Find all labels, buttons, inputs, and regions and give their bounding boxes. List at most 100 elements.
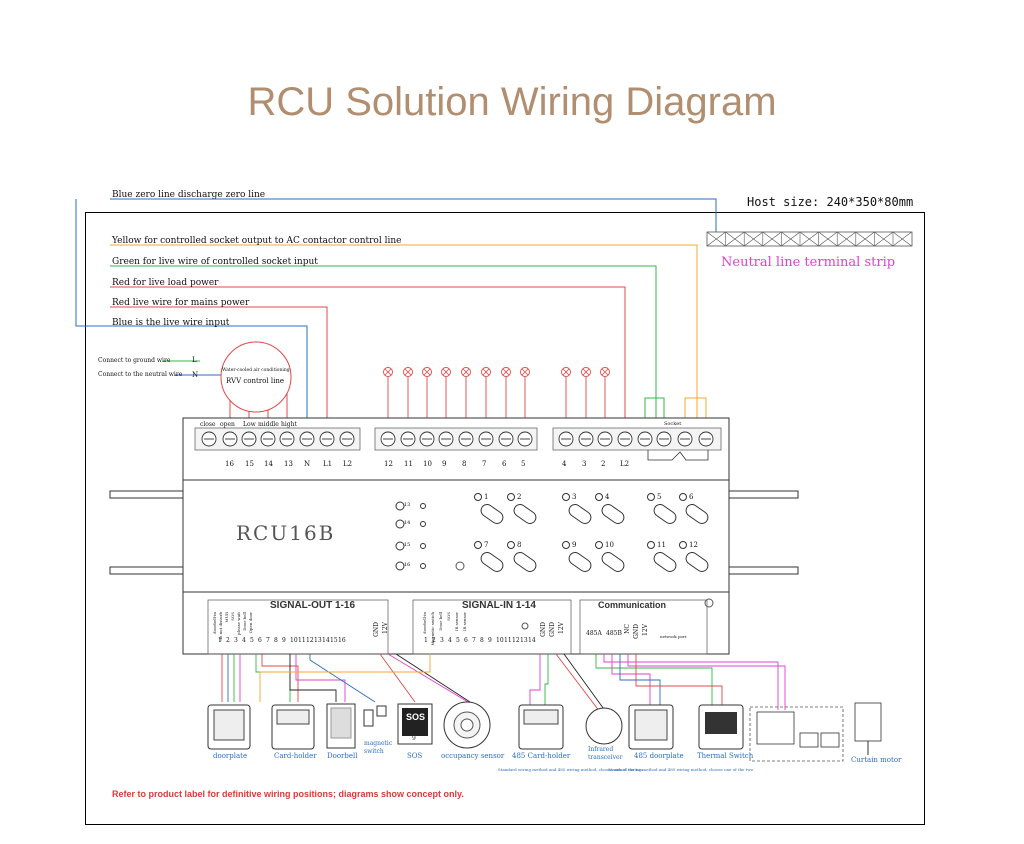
signal-out-header: SIGNAL-OUT 1-16 [270,600,356,611]
channel-button-icon [647,541,677,572]
terminal-number: 14 [264,460,273,468]
lamp-icon [600,367,610,432]
channel-label: 1 [484,493,489,501]
fan-label: close [200,421,216,428]
terminal-screw-icon [222,431,238,447]
signal-out-number: 16 [338,637,346,644]
channel-label: 7 [484,541,489,549]
curtain-controller-box [749,706,844,762]
doorplate-icon [207,704,251,750]
signal-in-number: 8 [480,637,484,644]
signal-in-number: 13 [520,637,528,644]
channel-label: 3 [572,493,577,501]
signal-in-number: 11 [504,637,512,644]
channel-buttons [474,493,709,572]
terminal-screw-icon [400,431,416,447]
terminal-number: 15 [245,460,254,468]
comm-port: GND [633,624,640,639]
device-label-magnetic-switch: magnetic switch [364,740,393,755]
channel-button-icon [595,541,625,572]
terminal-screw-icon [597,431,613,447]
dimmer-indicator-icon [395,541,426,551]
signal-in-function: SOS [446,612,451,621]
sos-icon [397,703,433,745]
signal-out-function: Open door [248,612,253,634]
terminal-number: N [304,460,311,468]
lamp-icon [461,367,471,432]
host-size: Host size: 240*350*80mm [747,195,914,209]
terminal-screw-icon [578,431,594,447]
channel-button-icon [647,493,677,524]
485-doorplate-icon [628,704,674,750]
terminal-number: 13 [284,460,293,468]
channel-button-icon [562,541,592,572]
signal-in-function: IR sensor [462,612,467,632]
dimmer-label: 14 [404,520,411,526]
doorplate-note: Standard wiring method and 485 wiring me… [608,767,754,772]
signal-in-power: GND [540,622,547,637]
device-label-occupancy-sensor: occupancy sensor [441,752,505,760]
dimmer-label: 13 [404,502,411,508]
channel-button-icon [474,493,504,524]
communication-header: Communication [598,600,667,610]
signal-in-number: 6 [464,637,468,644]
signal-out-number: 14 [322,637,330,644]
label-red-load: Red for live load power [112,278,219,288]
terminal-number: 11 [404,460,413,468]
channel-button-icon [562,493,592,524]
terminal-screw-icon [558,431,574,447]
dimmer-indicator-icon [395,501,426,511]
terminal-number: 3 [582,460,587,468]
signal-out-power: 12V [382,622,389,634]
terminal-screw-icon [458,431,474,447]
dimmer-indicator-icon [395,519,426,529]
channel-label: 5 [657,493,662,501]
signal-in-function: IR sensor [454,612,459,632]
signal-in-number: 3 [440,637,444,644]
footnote: Refer to product label for definitive wi… [112,789,464,799]
fan-label: open [220,421,235,428]
label-green: Green for live wire of controlled socket… [112,257,318,267]
terminal-screw-icon [339,431,355,447]
device-label-infrared-transceiver: Infrared transceiver [588,746,623,761]
label-red-mains: Red live wire for mains power [112,298,250,308]
device-label-485-card-holder: 485 Card-holder [512,752,571,760]
diagram-frame [85,212,925,825]
channel-label: 4 [605,493,610,501]
channel-button-icon [679,493,709,524]
terminal-screw-icon [656,431,672,447]
signal-in-number: 10 [496,637,504,644]
signal-out-number: 2 [226,637,230,644]
channel-button-icon [507,493,537,524]
page-title: RCU Solution Wiring Diagram [247,80,777,124]
terminal-screw-icon [677,431,693,447]
dimmer-indicators [395,501,426,571]
comm-port: 485B [606,630,622,637]
terminal-number: 10 [423,460,432,468]
signal-out-power: GND [373,622,380,637]
channel-button-icon [507,541,537,572]
channel-label: 6 [689,493,694,501]
channel-label: 12 [689,541,698,549]
thermal-switch-icon [698,704,744,750]
terminal-number: L2 [343,460,353,468]
channel-label: 8 [517,541,522,549]
signal-out-number: 9 [282,637,286,644]
terminal-screw-icon [517,431,533,447]
wire-red-mains [110,306,328,432]
signal-out-function: MUR [224,612,229,623]
channel-button-icon [474,541,504,572]
terminal-screw-icon [380,431,396,447]
signal-out-number: 10 [290,637,298,644]
signal-in-number: 14 [528,637,536,644]
terminal-screw-icon [498,431,514,447]
curtain-motor-icon [854,702,882,742]
signal-in-function: Door bell [438,612,443,631]
infrared-transceiver-icon [585,707,623,745]
comm-port: 12V [642,624,649,636]
terminal-screw-icon [279,431,295,447]
channel-button-icon [595,493,625,524]
dimmer-label: 16 [404,562,411,568]
terminal-screw-icon [438,431,454,447]
lamp-loads [383,367,610,432]
